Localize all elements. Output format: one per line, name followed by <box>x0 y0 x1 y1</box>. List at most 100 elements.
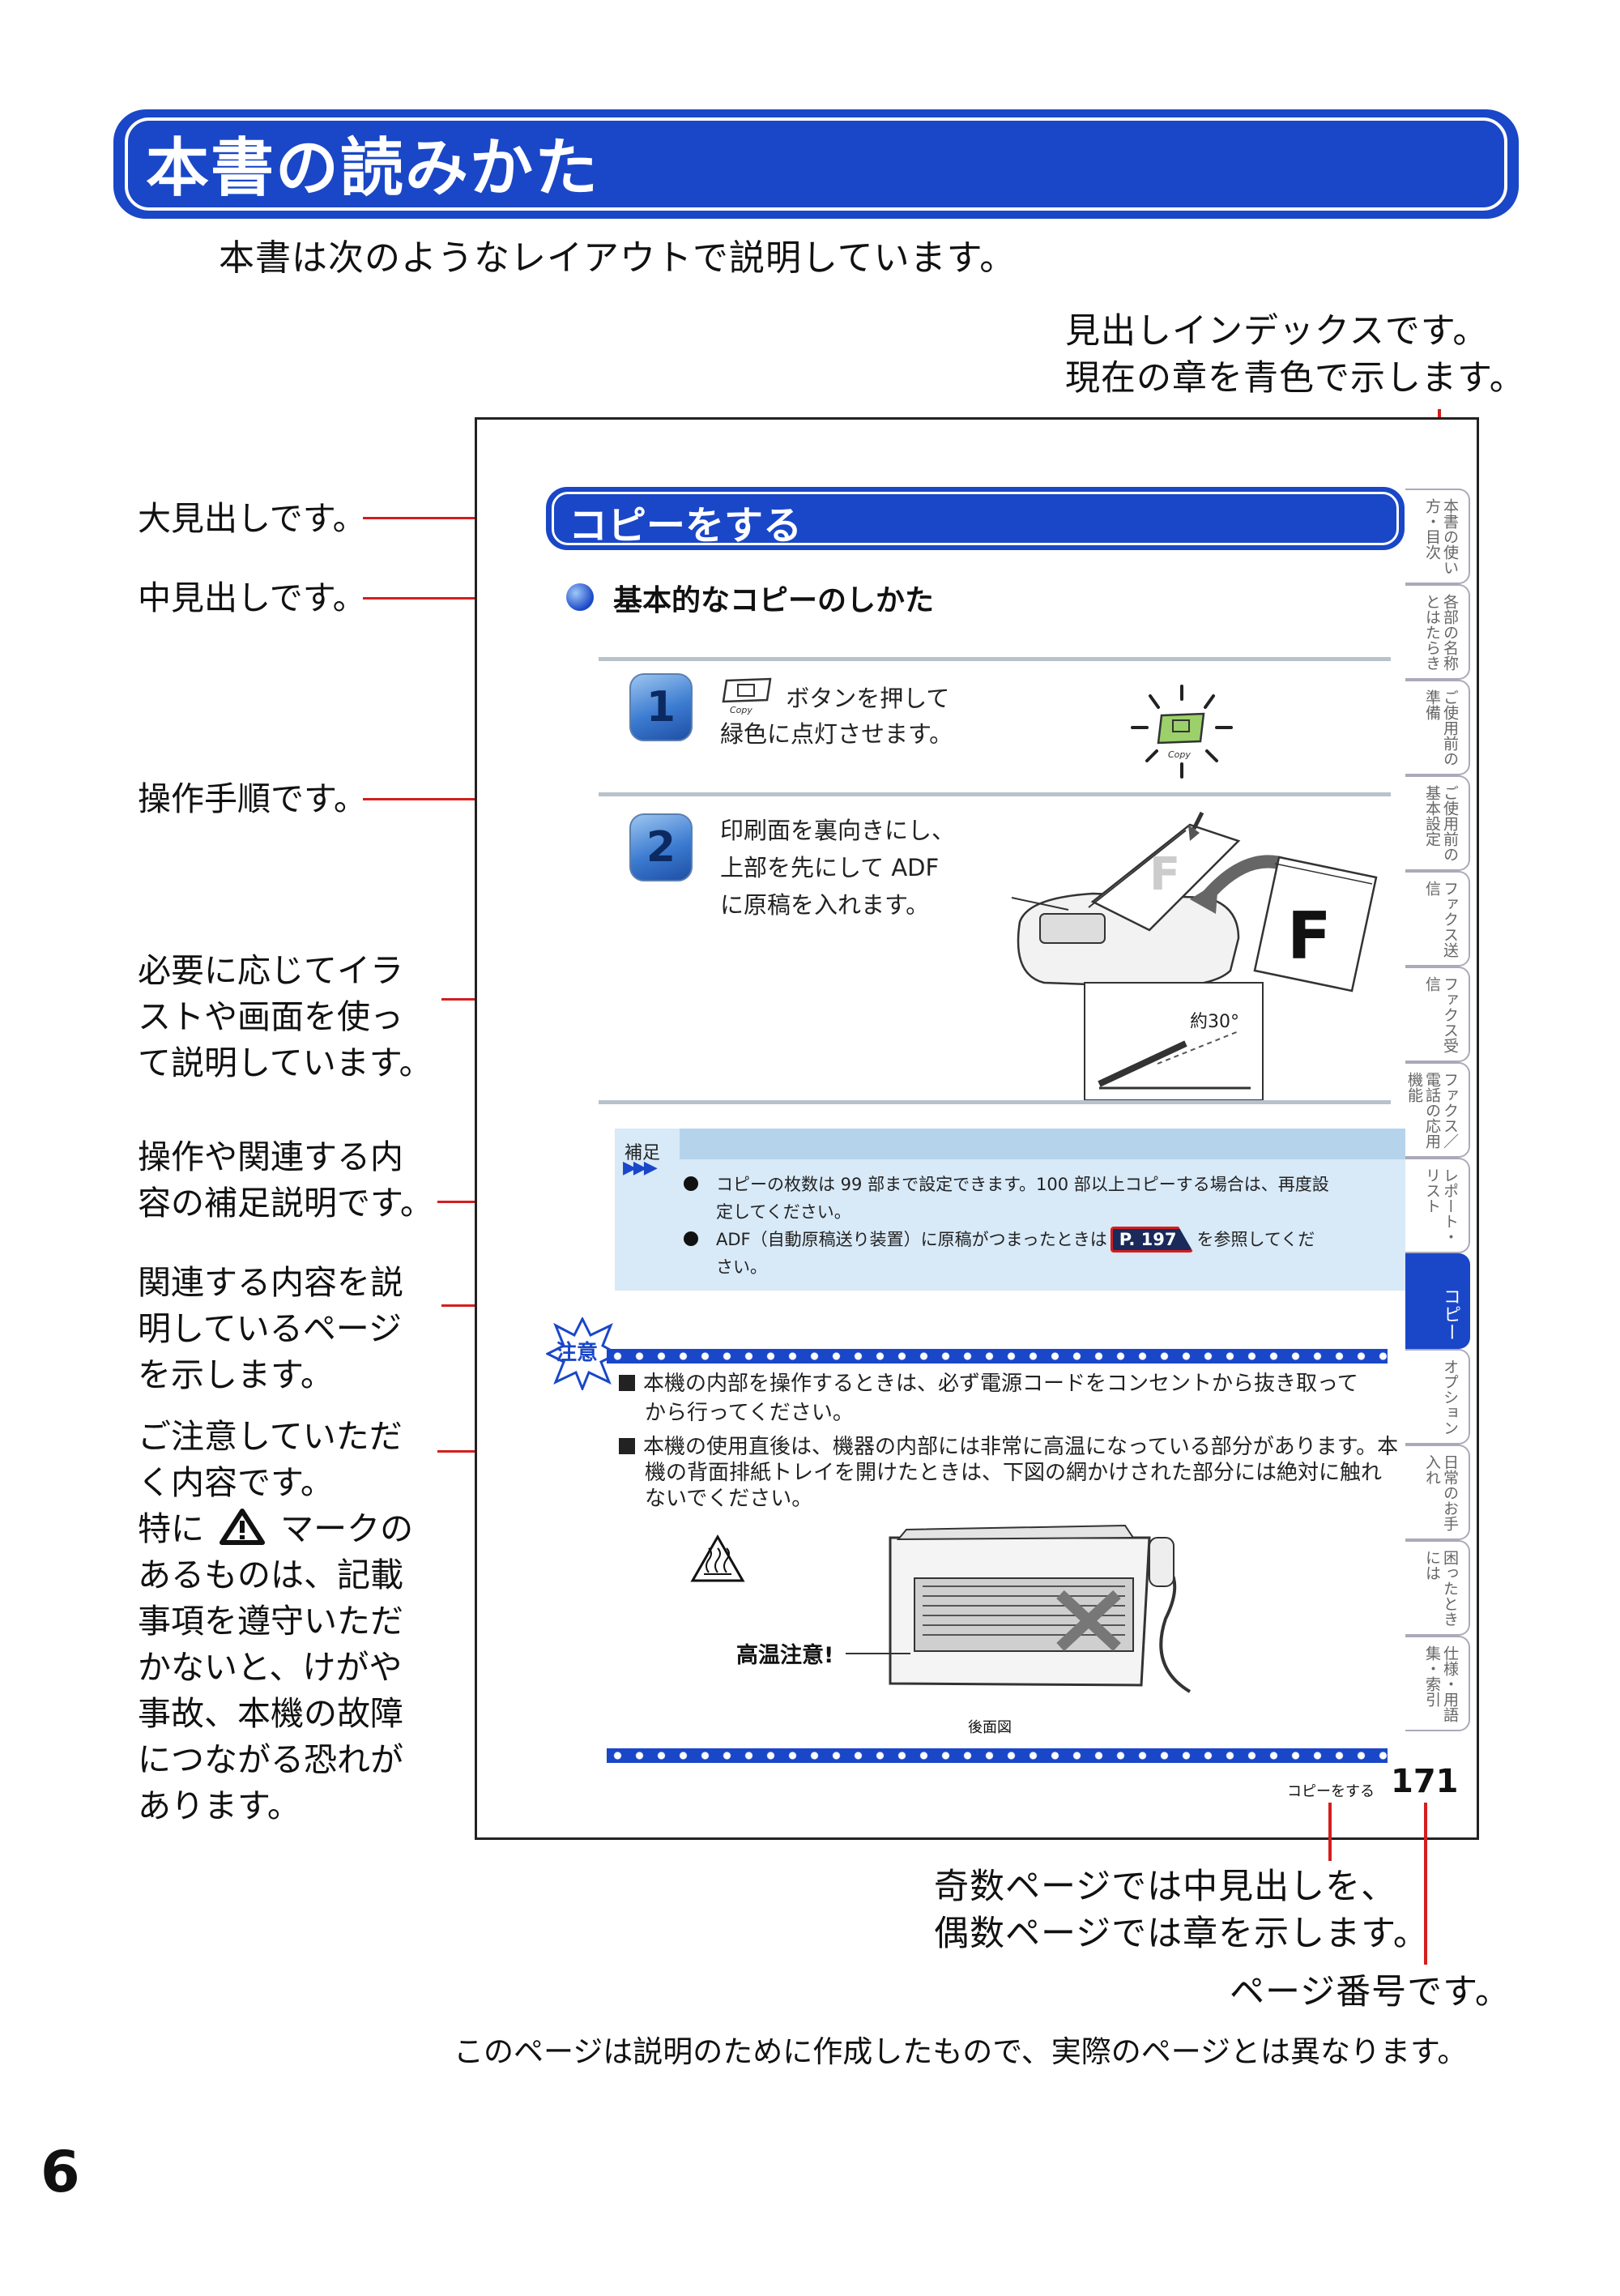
tab-fax-phone[interactable]: ファクス／電話の応用機能 <box>1405 1062 1470 1158</box>
annotation-line: 特に マークの <box>138 1506 413 1552</box>
tab-preparation[interactable]: ご使用前の準備 <box>1405 680 1470 775</box>
annotation-caution: ご注意していただ く内容です。 特に マークの あるものは、記載 事項を遵守いた… <box>138 1414 413 1829</box>
step-text-line: 上部を先にして ADF <box>720 854 940 881</box>
step-badge: 2 <box>629 813 693 881</box>
adf-insert-illustration: F F 約30° <box>1011 811 1378 1101</box>
tab-label: オプション <box>1441 1359 1459 1436</box>
page-ref-link[interactable]: P. 197 <box>1110 1227 1194 1253</box>
annotation-prefix: 特に <box>138 1509 204 1548</box>
tab-label: レポート・リスト <box>1423 1167 1459 1244</box>
note-line: を参照してくだ <box>1196 1230 1315 1249</box>
step-text: Copy ボタンを押して 緑色に点灯させます。 <box>720 676 953 752</box>
running-head: コピーをする <box>1287 1783 1375 1800</box>
paper-letter: F <box>1149 848 1180 901</box>
tab-label: ファクス受信 <box>1423 976 1459 1053</box>
leader-line <box>363 798 531 800</box>
copy-key-icon: Copy <box>722 677 772 715</box>
hot-warning-label: 高温注意! <box>736 1643 834 1668</box>
sample-subheading: 基本的なコピーのしかた <box>613 584 935 617</box>
step-text-line: 緑色に点灯させます。 <box>720 720 953 748</box>
bullet-icon <box>684 1231 698 1246</box>
arrow-icon: ▶▶▶ <box>623 1158 658 1178</box>
tab-fax-receive[interactable]: ファクス受信 <box>1405 967 1470 1062</box>
annotation-line: 明しているページ <box>138 1309 402 1348</box>
step-text: 印刷面を裏向きにし、 上部を先にして ADF に原稿を入れます。 <box>720 812 955 924</box>
rear-view-illustration <box>889 1524 1192 1693</box>
annotation-line: につながる恐れが <box>138 1740 403 1779</box>
tab-troubleshooting[interactable]: 困ったときには <box>1405 1540 1470 1636</box>
footnote: このページは説明のために作成したもので、実際のページとは異なります。 <box>454 2034 1468 2069</box>
step-number: 1 <box>646 683 676 732</box>
callout-line <box>846 1653 910 1654</box>
leader-line <box>363 597 509 600</box>
tab-specs-index[interactable]: 仕様・用語集・索引 <box>1405 1636 1470 1731</box>
caution-item: 本機の使用直後は、機器の内部には非常に高温になっている部分があります。本 機の背… <box>619 1434 1398 1512</box>
annotation-illustration: 必要に応じてイラ ストや画面を使っ て説明しています。 <box>138 948 433 1086</box>
bullet-icon <box>684 1176 698 1191</box>
tab-label: 困ったときには <box>1423 1550 1459 1627</box>
annotation-line: 事故、本機の故障 <box>138 1694 403 1733</box>
step-text-line: ボタンを押して <box>786 685 950 712</box>
step-number: 2 <box>646 823 676 872</box>
tab-fax-send[interactable]: ファクス送信 <box>1405 871 1470 967</box>
leader-line <box>1424 1803 1427 1965</box>
annotation-line: 関連する内容を説 <box>138 1263 403 1302</box>
annotation-line: く内容です。 <box>138 1463 334 1502</box>
caution-label: 注意 <box>556 1340 598 1365</box>
copy-button-lit-illustration: Copy <box>1131 685 1233 779</box>
supplement-box: 補足 ▶▶▶ コピーの枚数は 99 部まで設定できます。100 部以上コピーする… <box>615 1129 1425 1291</box>
tab-parts[interactable]: 各部の名称とはたらき <box>1405 584 1470 680</box>
page-title: 本書の読みかた <box>146 132 600 205</box>
annotation-line: 操作や関連する内 <box>138 1137 403 1176</box>
rear-view-caption: 後面図 <box>968 1719 1012 1736</box>
tab-maintenance[interactable]: 日常のお手入れ <box>1405 1445 1470 1540</box>
note-line: 定してください。 <box>716 1202 851 1222</box>
sample-page-number: 171 <box>1391 1763 1459 1800</box>
tab-label: 本書の使い方・目次 <box>1423 498 1459 575</box>
annotation-main-heading: 大見出しです。 <box>138 499 366 538</box>
square-bullet-icon <box>619 1375 635 1391</box>
tab-basic-settings[interactable]: ご使用前の基本設定 <box>1405 775 1470 871</box>
annotation-line: あります。 <box>138 1786 301 1825</box>
sample-heading: コピーをする <box>569 503 803 548</box>
annotation-running-head: 奇数ページでは中見出しを、 偶数ページでは章を示します。 <box>934 1863 1429 1957</box>
caution-dotted-rule <box>607 1349 1388 1364</box>
tab-options[interactable]: オプション <box>1405 1349 1470 1445</box>
annotation-line: を示します。 <box>138 1355 334 1394</box>
caution-item: 本機の内部を操作するときは、必ず電源コードをコンセントから抜き取って から行って… <box>619 1369 1358 1428</box>
paper-letter: F <box>1287 898 1332 974</box>
annotation-sub-heading: 中見出しです。 <box>138 578 366 617</box>
caution-dotted-rule <box>607 1748 1388 1763</box>
tab-label: コピー <box>1440 1287 1460 1341</box>
tab-reports[interactable]: レポート・リスト <box>1405 1158 1470 1253</box>
copy-key-label: Copy <box>730 705 752 715</box>
sample-heading-bar: コピーをする <box>546 487 1405 550</box>
tab-copy[interactable]: コピー <box>1405 1253 1470 1349</box>
tab-label: ご使用前の基本設定 <box>1423 785 1459 862</box>
tab-label: ご使用前の準備 <box>1423 689 1459 766</box>
annotation-line: ストや画面を使っ <box>138 997 403 1036</box>
tab-label: ファクス送信 <box>1423 881 1459 958</box>
caution-line: ないでください。 <box>645 1487 813 1511</box>
annotation-line: 奇数ページでは中見出しを、 <box>934 1867 1397 1907</box>
annotation-steps: 操作手順です。 <box>138 779 367 818</box>
sample-page: コピーをする 基本的なコピーのしかた 1 Copy ボタンを押して 緑色に点灯さ… <box>475 417 1479 1840</box>
note-line: さい。 <box>716 1257 767 1277</box>
supplement-item: コピーの枚数は 99 部まで設定できます。100 部以上コピーする場合は、再度設… <box>684 1171 1329 1226</box>
annotation-related-page: 関連する内容を説 明しているページ を示します。 <box>138 1260 403 1398</box>
caution-line: 本機の内部を操作するときは、必ず電源コードをコンセントから抜き取って <box>643 1372 1358 1396</box>
warning-icon <box>220 1509 266 1545</box>
tab-label: ファクス／電話の応用機能 <box>1405 1072 1459 1149</box>
annotation-line: 現在の章を青色で示します。 <box>1065 358 1525 399</box>
caution-line: から行ってください。 <box>645 1401 854 1425</box>
divider <box>599 792 1391 796</box>
note-line: ADF（自動原稿送り装置）に原稿がつまったときは <box>716 1230 1107 1249</box>
tab-intro[interactable]: 本書の使い方・目次 <box>1405 489 1470 584</box>
note-line: コピーの枚数は 99 部まで設定できます。100 部以上コピーする場合は、再度設 <box>716 1175 1329 1194</box>
leader-line <box>363 517 509 519</box>
tab-label: 仕様・用語集・索引 <box>1423 1645 1459 1722</box>
copy-key-label: Copy <box>1168 749 1191 760</box>
annotation-page-number: ページ番号です。 <box>1230 1972 1511 2012</box>
tab-label: 各部の名称とはたらき <box>1423 594 1459 671</box>
